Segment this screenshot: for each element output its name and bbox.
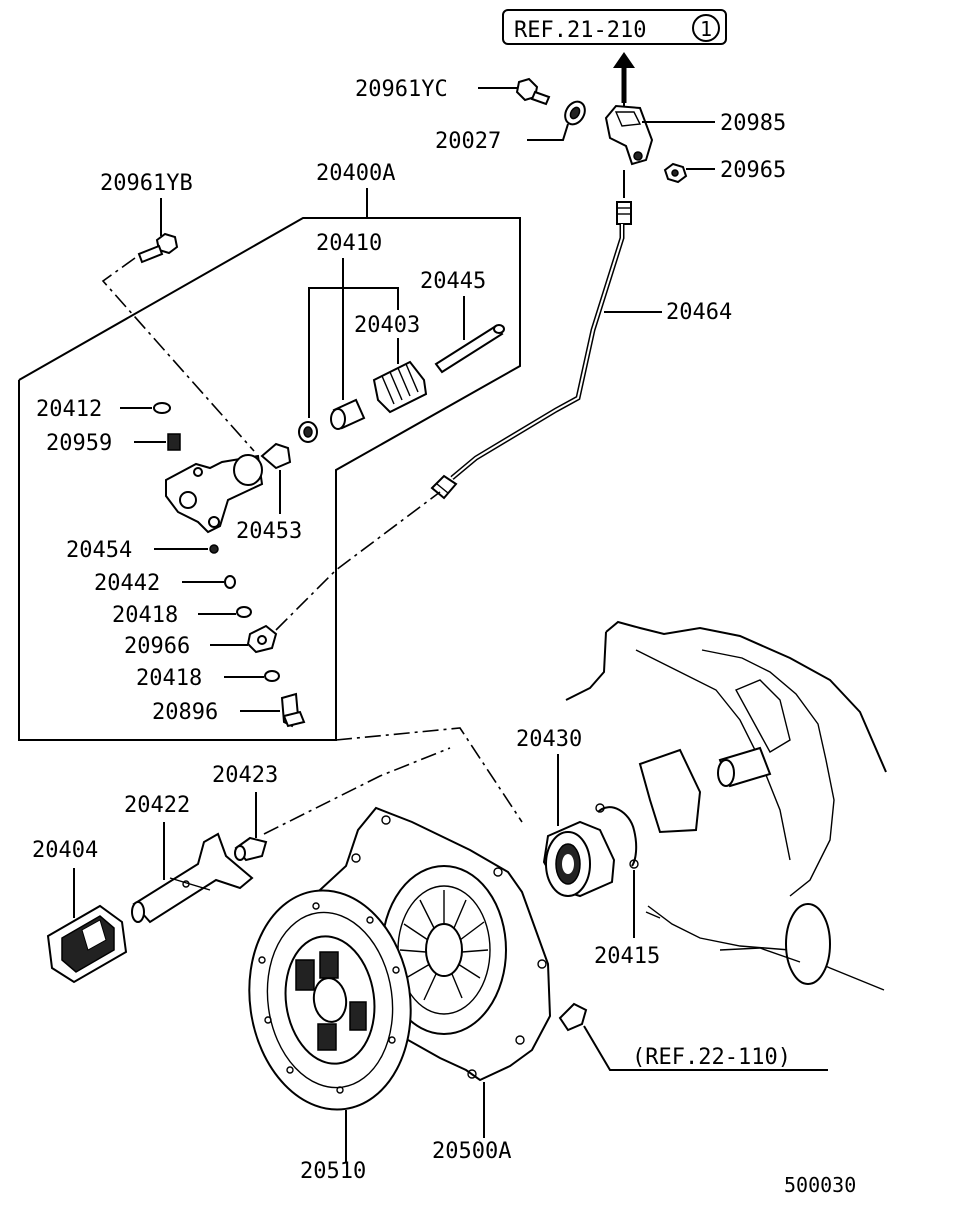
- ref-top-label: REF.21-210: [514, 18, 646, 43]
- part-20415-clip: [595, 803, 639, 869]
- part-20965-nut: [663, 162, 688, 184]
- label-20400A: 20400A: [316, 161, 395, 186]
- label-20415: 20415: [594, 944, 660, 969]
- label-20510: 20510: [300, 1159, 366, 1184]
- label-20423: 20423: [212, 763, 278, 788]
- part-20410-piston: [298, 398, 366, 443]
- part-20442: [224, 575, 236, 589]
- label-20454: 20454: [66, 538, 132, 563]
- part-20464-pipe: [430, 170, 632, 500]
- label-20500A: 20500A: [432, 1139, 511, 1164]
- label-20430: 20430: [516, 727, 582, 752]
- part-20430-bearing: [542, 820, 616, 898]
- label-20418b: 20418: [136, 666, 202, 691]
- ref-bottom-label: (REF.22-110): [632, 1045, 791, 1070]
- label-20404: 20404: [32, 838, 98, 863]
- part-20404-boot: [46, 904, 128, 984]
- part-slave-cylinder-body: [165, 454, 264, 534]
- label-20403: 20403: [354, 313, 420, 338]
- label-20896: 20896: [152, 700, 218, 725]
- part-20961YC-bolt: [515, 77, 551, 106]
- part-20961YB-bolt: [137, 232, 179, 264]
- part-20423-pivot: [234, 836, 268, 862]
- part-20453-cap: [260, 442, 292, 470]
- part-20896-bolt: [280, 692, 306, 728]
- label-20959: 20959: [46, 431, 112, 456]
- part-20454: [209, 544, 219, 554]
- part-20500A-clutch-cover: [318, 806, 552, 1082]
- part-20027-nut: [564, 100, 586, 126]
- label-20442: 20442: [94, 571, 160, 596]
- label-20453: 20453: [236, 519, 302, 544]
- part-ref-22-110-bolt: [558, 1002, 588, 1032]
- label-20418a: 20418: [112, 603, 178, 628]
- part-20959-bleeder: [167, 433, 181, 451]
- transmission-housing: [565, 620, 887, 991]
- label-20422: 20422: [124, 793, 190, 818]
- part-20510-clutch-disc: [248, 889, 412, 1111]
- label-20410: 20410: [316, 231, 382, 256]
- label-20445: 20445: [420, 269, 486, 294]
- label-20027: 20027: [435, 129, 501, 154]
- label-20985: 20985: [720, 111, 786, 136]
- part-20418-gasket-a: [236, 606, 252, 618]
- assembly-box-20400A: [18, 217, 521, 741]
- label-20961YB: 20961YB: [100, 171, 193, 196]
- part-20966-union: [246, 624, 278, 654]
- ref-box-top[interactable]: REF.21-210 1: [502, 9, 727, 45]
- part-20418-gasket-b: [264, 670, 280, 682]
- part-20985-bracket: [604, 80, 654, 166]
- label-20961YC: 20961YC: [355, 77, 448, 102]
- label-20965: 20965: [720, 158, 786, 183]
- label-20412: 20412: [36, 397, 102, 422]
- diagram-code: 500030: [784, 1173, 856, 1197]
- ref-top-circle: 1: [700, 17, 712, 41]
- part-20422-fork: [131, 832, 254, 924]
- label-20966: 20966: [124, 634, 190, 659]
- part-20445-rod: [434, 324, 505, 374]
- label-20464: 20464: [666, 300, 732, 325]
- part-20403-boot: [372, 360, 428, 414]
- part-20412-washer: [153, 402, 171, 414]
- ref-link-bottom[interactable]: (REF.22-110): [632, 1045, 791, 1070]
